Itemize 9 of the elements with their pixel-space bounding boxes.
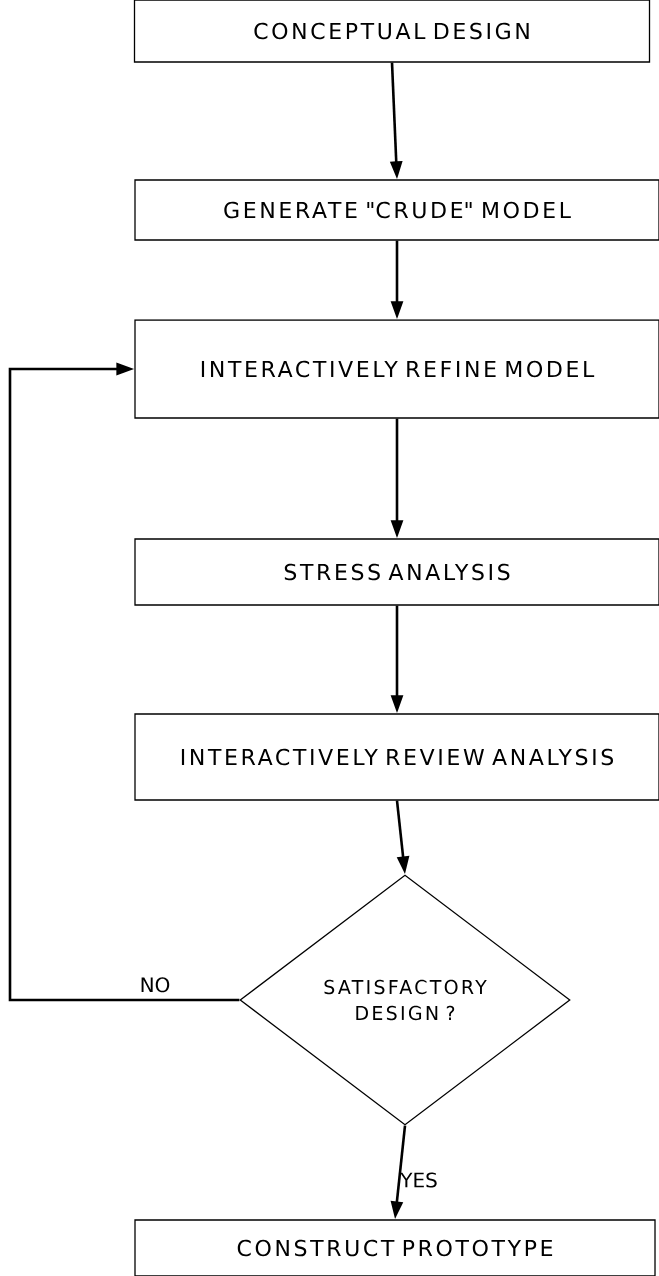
process-box: INTERACTIVELY REVIEW ANALYSIS (134, 713, 659, 801)
process-box: CONSTRUCT PROTOTYPE (134, 1219, 656, 1276)
process-box: STRESS ANALYSIS (134, 538, 659, 606)
process-box: CONCEPTUAL DESIGN (133, 0, 651, 63)
edge-label: YES (400, 1172, 437, 1188)
arrow (8, 362, 240, 1002)
edge-label: NO (141, 977, 170, 993)
process-box: INTERACTIVELY REFINE MODEL (134, 319, 659, 419)
process-box: GENERATE "CRUDE" MODEL (134, 179, 659, 241)
